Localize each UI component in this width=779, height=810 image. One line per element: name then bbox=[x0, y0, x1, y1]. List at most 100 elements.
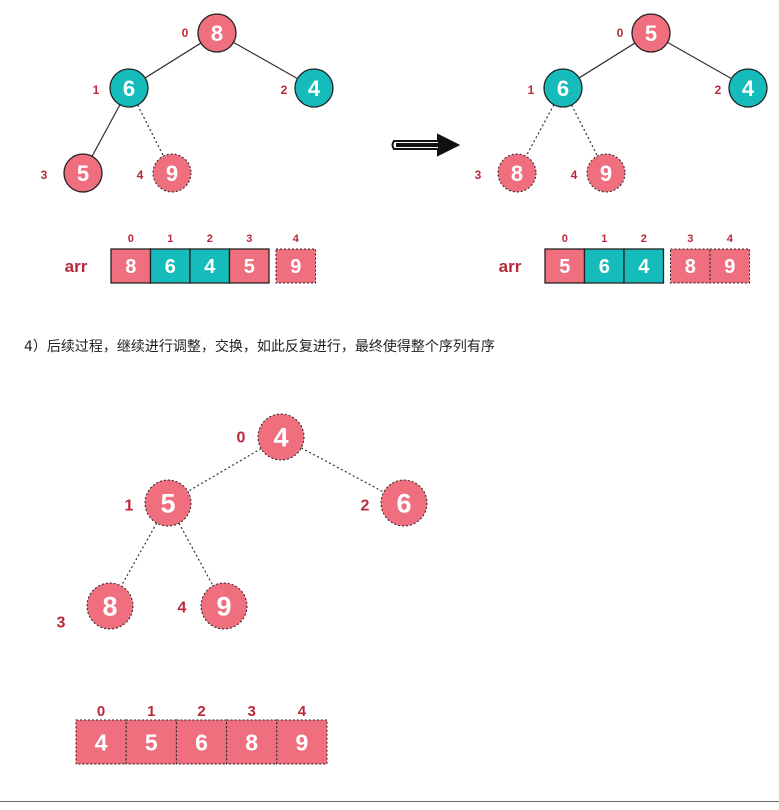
array-cell-value: 9 bbox=[296, 729, 309, 755]
tree-node-index: 4 bbox=[137, 168, 144, 182]
array-cell-value: 5 bbox=[145, 729, 158, 755]
array-cell-2 bbox=[175, 719, 228, 765]
array-cell-value: 5 bbox=[244, 256, 255, 278]
tree-edge bbox=[91, 104, 121, 157]
tree-node-index: 4 bbox=[178, 600, 187, 617]
tree-node-index: 3 bbox=[57, 615, 66, 632]
tree-edge bbox=[178, 522, 214, 587]
array-cell-value: 6 bbox=[195, 729, 208, 755]
tree-node-index: 1 bbox=[125, 498, 134, 515]
tree-node-value: 4 bbox=[742, 76, 755, 101]
tree-node-value: 4 bbox=[273, 423, 288, 453]
array-cell-value: 9 bbox=[290, 256, 301, 278]
tree-edge bbox=[137, 104, 164, 157]
array-cell-2 bbox=[623, 248, 665, 284]
tree-node-0 bbox=[257, 413, 305, 461]
tree-node-1 bbox=[144, 479, 192, 527]
tree-node-value: 9 bbox=[600, 161, 612, 186]
panel-before: 8 0 6 1 4 2 5 3 9 4 8 0 6 1 4 2 5 3 9 4 arr bbox=[41, 13, 334, 284]
tree-node-2 bbox=[294, 68, 334, 108]
tree-node-index: 1 bbox=[528, 83, 535, 97]
tree-edge bbox=[233, 41, 298, 80]
tree-node-value: 5 bbox=[645, 21, 657, 46]
array-cell-index: 2 bbox=[197, 703, 205, 720]
array-cell-0 bbox=[75, 719, 127, 765]
tree-node-3 bbox=[497, 153, 537, 193]
tree-node-value: 4 bbox=[308, 76, 321, 101]
tree-node-3 bbox=[86, 582, 134, 630]
array-cell-value: 8 bbox=[245, 729, 258, 755]
array-cell-index: 0 bbox=[128, 233, 134, 245]
tree-edge bbox=[525, 104, 555, 157]
tree-node-value: 8 bbox=[511, 161, 523, 186]
array-cell-index: 1 bbox=[147, 703, 155, 720]
array-cell-4 bbox=[709, 248, 750, 284]
array-cell-value: 8 bbox=[125, 256, 136, 278]
array-cell-index: 2 bbox=[641, 233, 647, 245]
tree-edge bbox=[667, 41, 732, 80]
tree-node-value: 8 bbox=[211, 21, 223, 46]
tree-node-value: 8 bbox=[102, 592, 117, 622]
tree-edge bbox=[120, 522, 158, 587]
step-caption: 4）后续过程，继续进行调整，交换，如此反复进行，最终使得整个序列有序 bbox=[24, 339, 495, 355]
tree-node-index: 1 bbox=[93, 83, 100, 97]
tree-node-value: 5 bbox=[77, 161, 89, 186]
array-cell-index: 1 bbox=[601, 233, 607, 245]
tree-edge bbox=[578, 42, 636, 79]
array-label: arr bbox=[499, 257, 522, 276]
tree-node-0 bbox=[197, 13, 237, 53]
array-cell-index: 1 bbox=[167, 233, 173, 245]
array-cell-index: 4 bbox=[293, 233, 300, 245]
array-cell-4 bbox=[276, 719, 328, 765]
array-cell-index: 3 bbox=[687, 233, 693, 245]
array-cell-value: 6 bbox=[599, 256, 610, 278]
tree-node-index: 2 bbox=[361, 498, 370, 515]
array-cell-3 bbox=[670, 248, 711, 284]
array-cell-index: 2 bbox=[207, 233, 213, 245]
array-cell-value: 4 bbox=[638, 256, 650, 278]
array-cell-value: 9 bbox=[724, 256, 735, 278]
tree-node-index: 3 bbox=[41, 168, 48, 182]
array-cell-index: 4 bbox=[727, 233, 734, 245]
tree-node-2 bbox=[380, 479, 428, 527]
tree-edge bbox=[144, 42, 202, 79]
tree-node-4 bbox=[200, 582, 248, 630]
tree-node-value: 6 bbox=[123, 76, 135, 101]
array-cell-value: 5 bbox=[559, 256, 570, 278]
tree-node-4 bbox=[152, 153, 192, 193]
array-cell-2 bbox=[189, 248, 231, 284]
tree-node-4 bbox=[586, 153, 626, 193]
array-cell-value: 6 bbox=[165, 256, 176, 278]
bottom-divider bbox=[0, 801, 779, 802]
array-cell-3 bbox=[228, 248, 270, 284]
array-cell-index: 3 bbox=[246, 233, 252, 245]
array-cell-value: 4 bbox=[204, 256, 216, 278]
tree-node-1 bbox=[543, 68, 583, 108]
array-cell-index: 0 bbox=[562, 233, 568, 245]
tree-node-index: 0 bbox=[237, 430, 246, 447]
tree-node-value: 6 bbox=[557, 76, 569, 101]
transition-arrow-icon bbox=[391, 133, 461, 157]
array-cell-index: 3 bbox=[248, 703, 256, 720]
tree-node-index: 2 bbox=[281, 83, 288, 97]
array-label: arr bbox=[65, 257, 88, 276]
tree-node-value: 9 bbox=[166, 161, 178, 186]
array-cell-4 bbox=[275, 248, 316, 284]
array-cell-value: 4 bbox=[95, 729, 108, 755]
tree-node-3 bbox=[63, 153, 103, 193]
tree-node-value: 5 bbox=[160, 489, 175, 519]
tree-node-value: 9 bbox=[216, 592, 231, 622]
array-cell-index: 0 bbox=[97, 703, 105, 720]
array-cell-0 bbox=[544, 248, 586, 284]
array-cell-1 bbox=[149, 248, 191, 284]
tree-edge bbox=[187, 448, 262, 492]
array-cell-index: 4 bbox=[298, 703, 307, 720]
tree-edge bbox=[571, 104, 598, 157]
tree-node-index: 2 bbox=[715, 83, 722, 97]
tree-node-index: 0 bbox=[182, 26, 189, 40]
tree-node-1 bbox=[109, 68, 149, 108]
tree-node-index: 4 bbox=[571, 168, 578, 182]
